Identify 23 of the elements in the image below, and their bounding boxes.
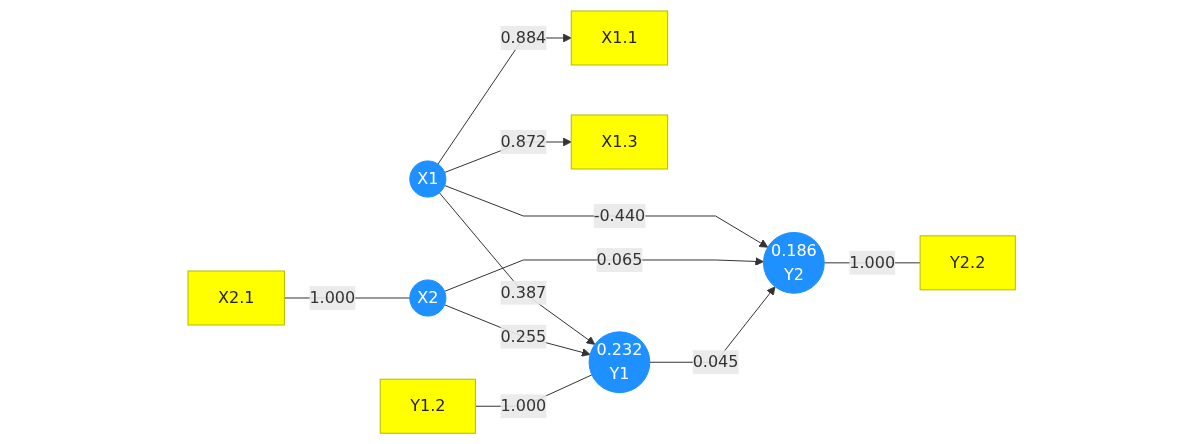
edge-label: 0.255 <box>500 326 547 346</box>
node-circle: X1 <box>409 160 447 198</box>
node-circle: 0.186 Y2 <box>763 231 826 294</box>
arrow <box>437 33 572 165</box>
edge-label: 1.000 <box>309 287 356 307</box>
node-box: Y2.2 <box>919 235 1017 291</box>
edge-label: 0.065 <box>596 249 643 269</box>
node-box: X1.3 <box>571 114 669 170</box>
edge-label: 1.000 <box>849 252 896 272</box>
edge-label: 1.000 <box>500 396 547 416</box>
node-circle: X2 <box>409 279 447 317</box>
edge-label: 0.884 <box>500 27 547 47</box>
node-circle: 0.232 Y1 <box>588 331 651 393</box>
edge-label: 0.045 <box>693 352 739 372</box>
edge-label: 0.872 <box>500 131 547 151</box>
node-box: X2.1 <box>187 270 286 326</box>
arrow <box>444 304 591 357</box>
arrow <box>444 184 769 248</box>
node-box: X1.1 <box>571 10 669 66</box>
arrow <box>439 192 596 345</box>
node-box: Y1.2 <box>380 378 477 434</box>
edge-label: 0.387 <box>500 282 547 302</box>
edge-label: -0.440 <box>594 205 646 225</box>
